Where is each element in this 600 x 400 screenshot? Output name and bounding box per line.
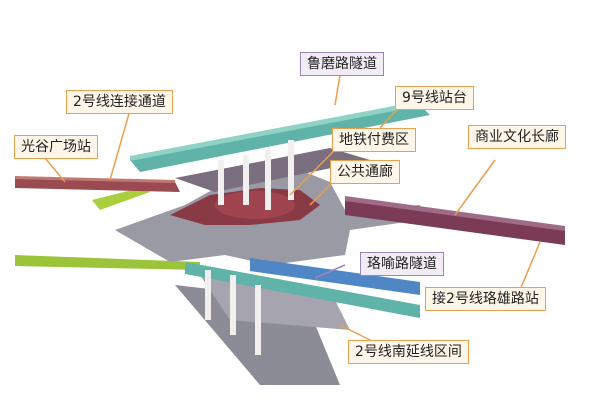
label-line2-connector: 2号线连接通道 (66, 90, 173, 114)
label-luoyu-tunnel: 珞喻路隧道 (360, 252, 444, 276)
paid-area-center (215, 191, 295, 219)
leader-line (335, 75, 340, 105)
label-lu-mo-tunnel: 鲁磨路隧道 (300, 52, 384, 76)
leader-line (520, 242, 540, 290)
label-line2-south-ext: 2号线南延线区间 (348, 340, 469, 364)
column (218, 160, 224, 205)
leader-line (110, 110, 130, 180)
column (205, 270, 211, 320)
label-guanggu-station: 光谷广场站 (14, 135, 98, 159)
label-metro-paid-area: 地铁付费区 (332, 128, 416, 152)
green-track-upper (92, 188, 150, 210)
column (265, 150, 271, 210)
column (230, 275, 236, 335)
label-public-corridor: 公共通廊 (330, 160, 400, 184)
column (255, 285, 261, 355)
label-commercial-corridor: 商业文化长廊 (468, 125, 566, 149)
column (243, 155, 249, 205)
label-line9-platform: 9号线站台 (395, 86, 474, 110)
label-line2-luoxiong: 接2号线珞雄路站 (425, 287, 546, 311)
leader-line (455, 160, 495, 215)
